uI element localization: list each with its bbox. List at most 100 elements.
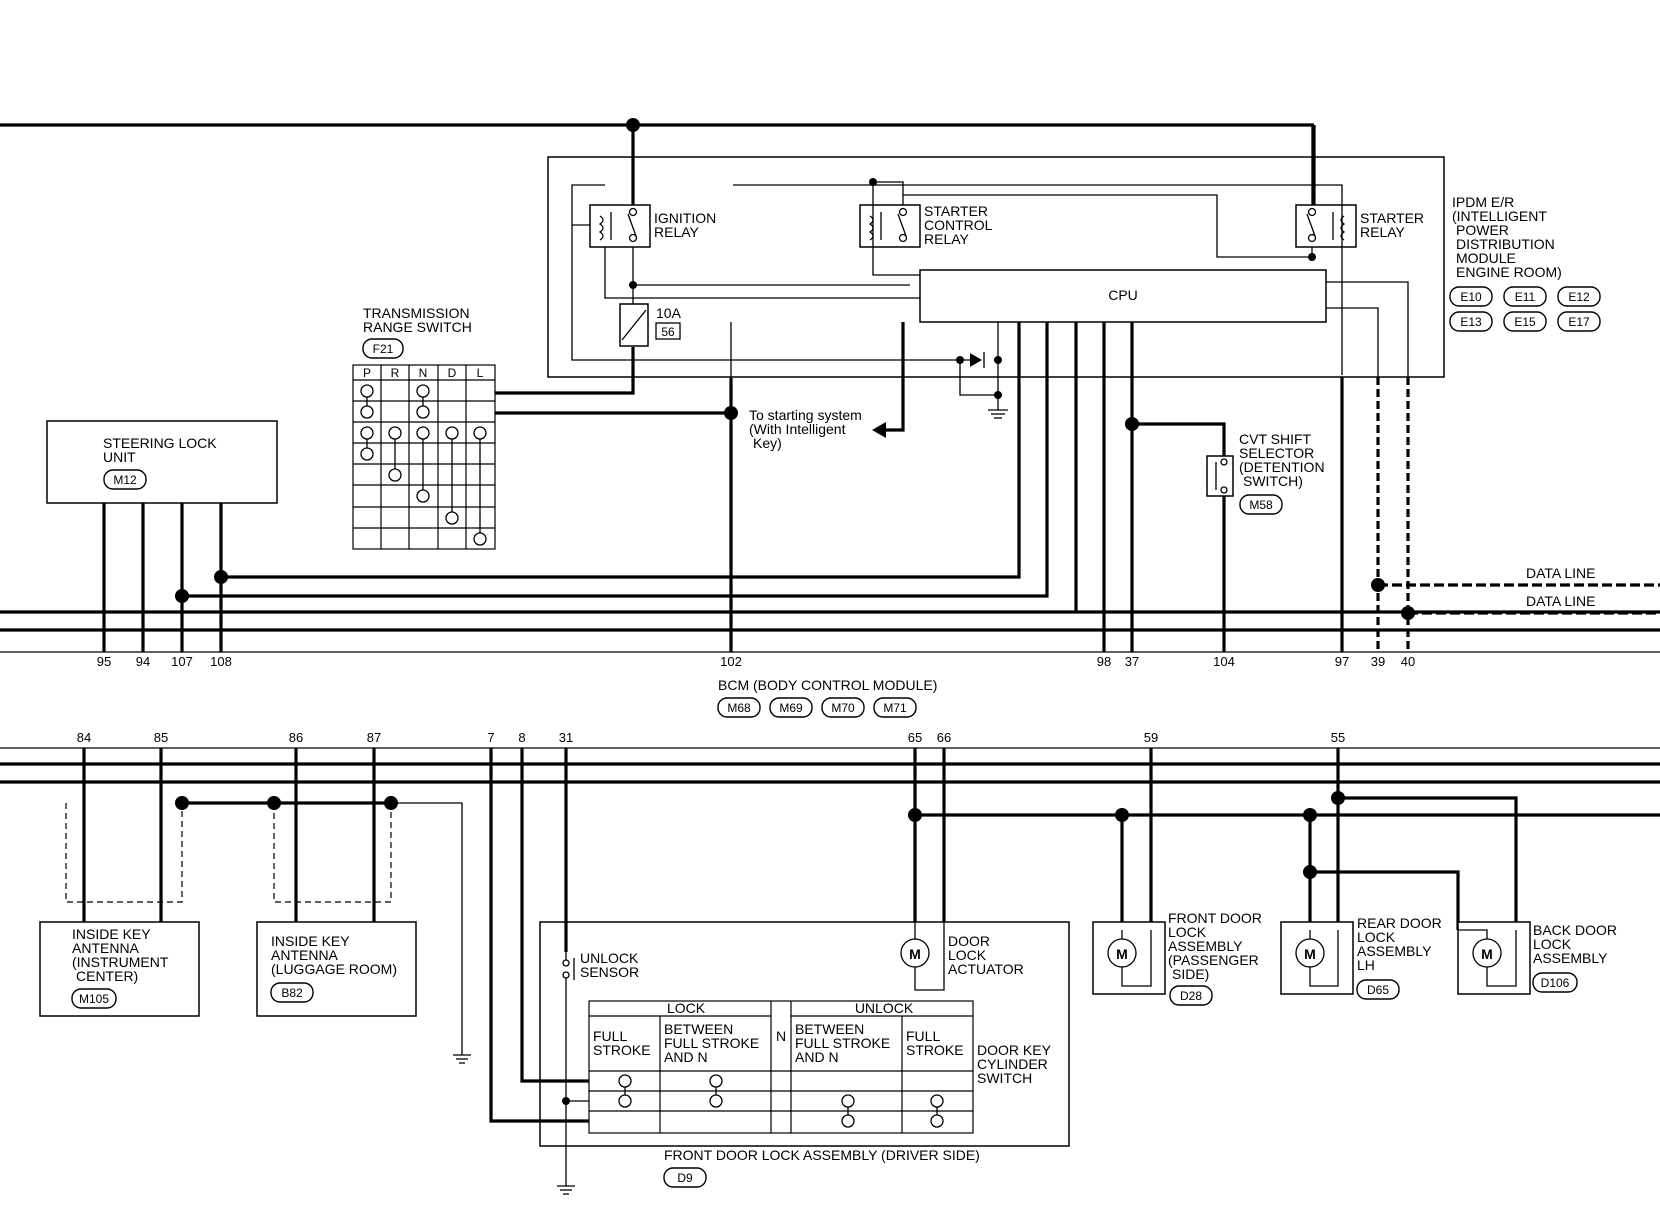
rear-door-title: REAR DOOR LOCK ASSEMBLY LH <box>1357 915 1446 973</box>
passenger-door-motor-letter: M <box>1116 946 1128 962</box>
ipdm-title: IPDM E/R (INTELLIGENT POWER DISTRIBUTION… <box>1452 194 1562 280</box>
cpu-label: CPU <box>1108 287 1138 303</box>
fuse-number-box <box>655 322 681 340</box>
trs-connector-tag <box>362 338 404 359</box>
svg-text:M69: M69 <box>779 701 803 715</box>
cvt-switch-terminal-bottom <box>1220 486 1228 494</box>
starting-system-note: To starting system (With Intelligent Key… <box>749 407 866 451</box>
fuse-10a <box>619 303 649 347</box>
svg-text:40: 40 <box>1401 654 1415 669</box>
trs-connector-label: F21 <box>373 342 394 356</box>
svg-text:37: 37 <box>1125 654 1139 669</box>
door-lock-actuator-label: DOOR LOCK ACTUATOR <box>948 933 1024 977</box>
fuse-number-label: 56 <box>661 325 675 339</box>
driver-door-ground-symbol <box>557 1185 575 1195</box>
rear-door-lock-assembly-lh <box>1280 921 1354 995</box>
rear-door-connector-tag <box>1356 979 1400 1000</box>
svg-text:E17: E17 <box>1568 315 1590 329</box>
svg-text:M70: M70 <box>831 701 855 715</box>
back-door-motor <box>1458 929 1517 987</box>
steering-lock-unit <box>46 420 278 504</box>
cpu-block <box>919 269 1327 323</box>
svg-text:E10: E10 <box>1460 290 1482 304</box>
key-cylinder-title: DOOR KEY CYLINDER SWITCH <box>977 1042 1055 1086</box>
ipdm-ground-symbol <box>988 409 1008 419</box>
svg-text:7: 7 <box>487 730 494 745</box>
back-door-lock-assembly <box>1457 921 1531 995</box>
bcm-bottom-wiring <box>0 747 1660 1123</box>
svg-text:LOCK: LOCK <box>667 1000 706 1016</box>
svg-text:8: 8 <box>518 730 525 745</box>
door-lock-actuator-motor-letter: M <box>909 946 921 962</box>
svg-text:E12: E12 <box>1568 290 1590 304</box>
cvt-shift-title: CVT SHIFT SELECTOR (DETENTION SWITCH) <box>1239 431 1328 489</box>
svg-text:R: R <box>391 366 400 380</box>
ipdm-internal-wires <box>571 125 1409 410</box>
svg-text:UNLOCK: UNLOCK <box>855 1000 914 1016</box>
steering-lock-connector-label: M12 <box>113 473 137 487</box>
ipdm-connector-tags: E10 E11 E12 E13 E15 E17 <box>1449 286 1601 332</box>
svg-text:104: 104 <box>1213 654 1235 669</box>
passenger-door-lock-assembly <box>1092 921 1166 995</box>
svg-text:84: 84 <box>77 730 91 745</box>
bcm-connector-tags: M68 M69 M70 M71 <box>717 697 917 718</box>
trs-contacts <box>360 384 487 546</box>
key-cylinder-contacts <box>618 1074 944 1128</box>
unlock-sensor-switch <box>562 952 575 1186</box>
passenger-door-motor <box>1107 930 1152 987</box>
starter-relay <box>1295 204 1357 248</box>
data-line-label-2: DATA LINE <box>1526 593 1596 609</box>
power-feed-wires <box>0 118 1316 210</box>
svg-text:86: 86 <box>289 730 303 745</box>
cvt-detention-switch <box>1206 455 1234 497</box>
bcm-title: BCM (BODY CONTROL MODULE) <box>718 677 937 693</box>
passenger-door-connector-tag <box>1169 985 1213 1006</box>
svg-text:N: N <box>776 1028 786 1044</box>
antenna-instrument-title: INSIDE KEY ANTENNA (INSTRUMENT CENTER) <box>72 926 172 984</box>
svg-text:98: 98 <box>1097 654 1111 669</box>
antenna-luggage-connector-tag <box>270 982 314 1003</box>
cvt-connector-tag <box>1239 494 1283 515</box>
svg-text:N: N <box>419 366 428 380</box>
svg-text:39: 39 <box>1371 654 1385 669</box>
starting-system-arrow <box>872 322 905 438</box>
steering-lock-connector-tag <box>103 469 147 490</box>
svg-text:D: D <box>448 366 457 380</box>
back-door-connector-tag <box>1532 972 1578 993</box>
svg-text:95: 95 <box>97 654 111 669</box>
antenna-instrument-connector-label: M105 <box>79 992 109 1006</box>
svg-text:108: 108 <box>210 654 232 669</box>
back-door-motor-letter: M <box>1481 946 1493 962</box>
fuse-amp-label: 10A <box>656 305 682 321</box>
passenger-door-title: FRONT DOOR LOCK ASSEMBLY (PASSENGER SIDE… <box>1168 910 1266 982</box>
cvt-switch-terminal-top <box>1220 458 1228 466</box>
svg-text:P: P <box>363 366 371 380</box>
driver-door-lock-assembly <box>539 921 1070 1147</box>
ignition-relay <box>589 204 651 248</box>
starter-control-relay <box>859 204 921 248</box>
back-door-title: BACK DOOR LOCK ASSEMBLY <box>1533 922 1621 966</box>
back-door-connector-label: D106 <box>1541 976 1570 990</box>
door-lock-actuator-motor <box>900 922 945 991</box>
unlock-sensor-label: UNLOCK SENSOR <box>580 950 642 980</box>
steering-lock-title: STEERING LOCK UNIT <box>103 435 220 465</box>
svg-text:E11: E11 <box>1515 290 1536 304</box>
rear-door-motor-letter: M <box>1304 946 1316 962</box>
svg-text:E13: E13 <box>1460 315 1482 329</box>
svg-text:L: L <box>477 366 484 380</box>
rear-door-motor <box>1295 930 1339 987</box>
svg-text:102: 102 <box>720 654 742 669</box>
svg-text:85: 85 <box>154 730 168 745</box>
svg-text:59: 59 <box>1144 730 1158 745</box>
passenger-door-connector-label: D28 <box>1180 989 1202 1003</box>
driver-door-connector-tag <box>663 1167 707 1188</box>
